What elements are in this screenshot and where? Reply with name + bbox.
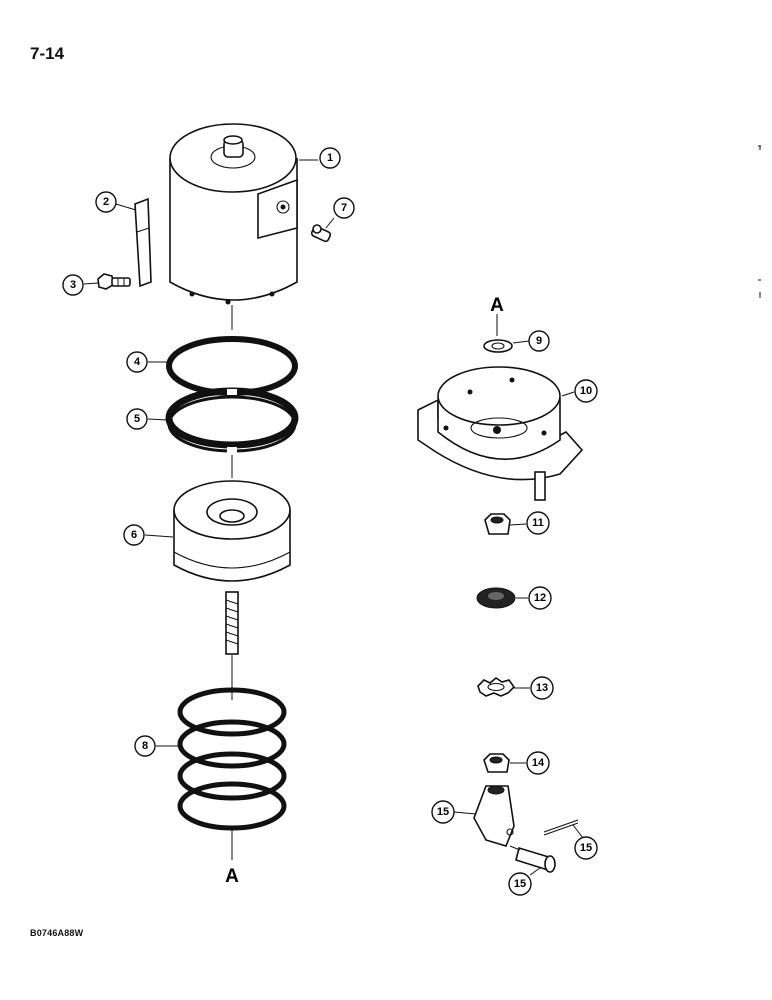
callout-13: 13 — [514, 676, 554, 700]
svg-text:7: 7 — [341, 202, 347, 214]
jam-nut — [483, 753, 510, 773]
callout-9: 9 — [512, 330, 550, 352]
svg-text:9: 9 — [536, 335, 542, 347]
section-marker-bottom: A — [225, 866, 239, 887]
svg-text:13: 13 — [536, 682, 548, 694]
cotter-pin — [543, 819, 579, 836]
clevis — [473, 785, 515, 847]
svg-text:12: 12 — [534, 592, 546, 604]
callout-14: 14 — [510, 751, 550, 775]
coil-spring — [177, 687, 287, 831]
page-number: 7-14 — [30, 44, 65, 63]
scan-marks — [758, 145, 761, 298]
piston — [173, 480, 291, 655]
svg-text:11: 11 — [532, 517, 544, 529]
callout-15-cotter: 15 — [572, 824, 598, 860]
grease-fitting — [310, 224, 332, 243]
star-washer — [477, 677, 516, 697]
svg-text:10: 10 — [580, 385, 592, 397]
seal-ring-5 — [165, 387, 299, 455]
callout-4: 4 — [126, 351, 168, 373]
svg-text:1: 1 — [327, 152, 333, 164]
svg-text:4: 4 — [134, 356, 141, 368]
callout-7: 7 — [325, 197, 355, 229]
callout-10: 10 — [561, 379, 598, 403]
callout-5: 5 — [126, 408, 169, 430]
callout-8: 8 — [134, 735, 180, 757]
bolt — [97, 273, 131, 290]
bracket-housing — [417, 366, 584, 501]
callout-2: 2 — [95, 191, 137, 213]
callout-6: 6 — [123, 524, 174, 546]
callout-15-clevis: 15 — [431, 800, 477, 824]
bearing — [476, 587, 516, 609]
callout-1: 1 — [299, 147, 341, 169]
svg-text:15: 15 — [437, 806, 449, 818]
figure-code: B0746A88W — [30, 928, 84, 938]
svg-text:A: A — [490, 295, 504, 316]
seal-ring-4 — [166, 336, 298, 396]
svg-text:2: 2 — [103, 196, 109, 208]
shield-plate — [134, 197, 152, 288]
lock-washer — [483, 339, 513, 353]
svg-text:3: 3 — [70, 279, 76, 291]
svg-text:15: 15 — [580, 842, 592, 854]
svg-text:14: 14 — [532, 757, 545, 769]
svg-text:8: 8 — [142, 740, 148, 752]
callout-3: 3 — [62, 274, 99, 296]
clevis-pin — [509, 845, 556, 873]
svg-text:15: 15 — [514, 878, 526, 890]
callout-12: 12 — [516, 586, 552, 610]
housing-cylinder — [169, 123, 298, 305]
svg-text:6: 6 — [131, 529, 137, 541]
svg-text:5: 5 — [134, 413, 140, 425]
hex-nut — [484, 513, 511, 535]
callout-15-pin: 15 — [508, 867, 541, 896]
section-marker-top: A — [490, 295, 504, 336]
callout-11: 11 — [509, 511, 550, 535]
